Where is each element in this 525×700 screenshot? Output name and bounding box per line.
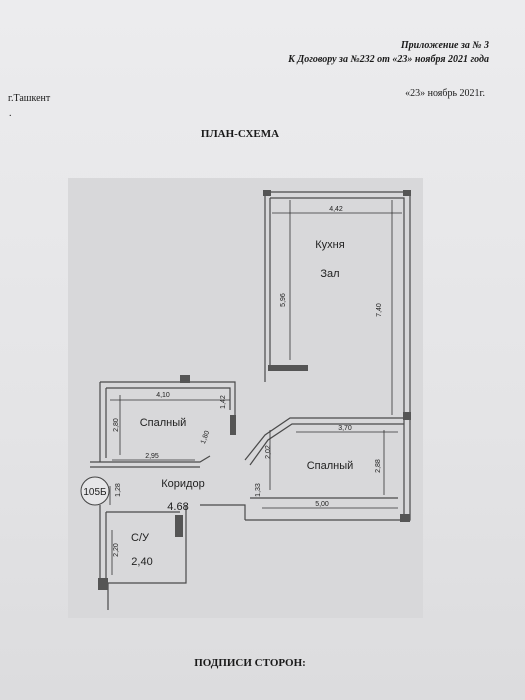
apartment-number: 105Б — [83, 487, 107, 498]
floor-plan-background — [68, 178, 423, 618]
dim-2-80: 2,80 — [113, 418, 120, 432]
dim-7-40: 7,40 — [376, 303, 383, 317]
dim-4-42: 4,42 — [329, 206, 343, 213]
dim-1-28: 1,28 — [115, 483, 122, 497]
apartment-marker — [80, 476, 110, 506]
stray-dot: . — [9, 108, 12, 119]
dim-1-33: 1,33 — [255, 483, 262, 497]
corridor-area: 4.68 — [167, 501, 188, 513]
bedroom-1-label: Спалный — [140, 417, 187, 429]
bathroom-label: С/У — [131, 532, 150, 544]
city-label: г.Ташкент — [8, 93, 51, 104]
document-date: «23» ноябрь 2021г. — [405, 88, 485, 99]
dim-5-96: 5,96 — [280, 293, 287, 307]
kitchen-label: Кухня — [315, 239, 344, 251]
dim-3-70: 3,70 — [338, 425, 352, 432]
dim-2-02: 2,02 — [265, 445, 272, 459]
dim-2-20: 2,20 — [113, 543, 120, 557]
plan-title: ПЛАН-СХЕМА — [200, 128, 280, 140]
dim-1-80: 1,80 — [200, 430, 211, 445]
dim-2-95: 2,95 — [145, 453, 159, 460]
dim-2-88: 2,88 — [375, 459, 382, 473]
bedroom-2-label: Спалный — [307, 460, 354, 472]
signatures-heading: ПОДПИСИ СТОРОН: — [194, 657, 306, 669]
contract-reference: К Договору за №232 от «23» ноября 2021 г… — [288, 54, 489, 65]
hall-label: Зал — [320, 268, 339, 280]
appendix-heading: Приложение за № 3 — [400, 40, 489, 51]
dim-1-42: 1,42 — [220, 395, 227, 409]
dim-4-10: 4,10 — [156, 392, 170, 399]
corridor-label: Коридор — [161, 478, 204, 490]
bathroom-area: 2,40 — [131, 556, 152, 568]
dim-5-00: 5,00 — [315, 501, 329, 508]
